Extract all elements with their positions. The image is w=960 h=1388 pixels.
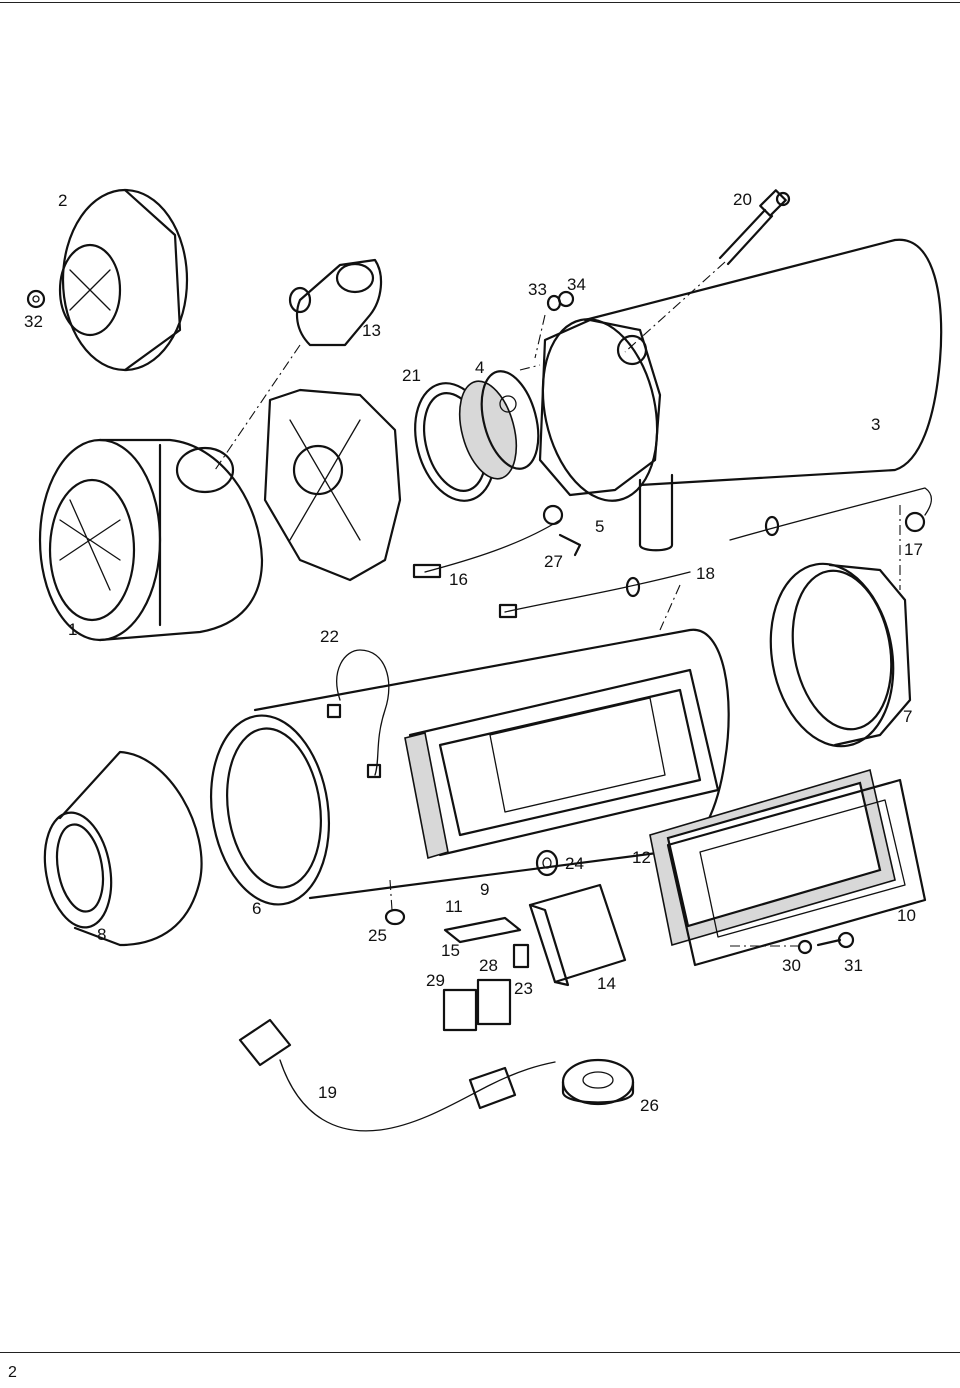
callout-labels: 1 2 3 4 5 6 7 8 9 10 11 12 13 14 15 16 1… <box>24 190 923 1115</box>
relay-part-28 <box>476 978 512 1026</box>
callout-1: 1 <box>68 620 77 639</box>
grommet-part-25 <box>384 908 406 926</box>
fan-wheel-part-2 <box>58 188 189 372</box>
callout-12: 12 <box>632 848 651 867</box>
callout-2: 2 <box>58 191 67 210</box>
callout-3: 3 <box>871 415 880 434</box>
thermostat-cable-part-16 <box>412 519 561 579</box>
callout-24: 24 <box>565 854 584 873</box>
callout-20: 20 <box>733 190 752 209</box>
callout-31: 31 <box>844 956 863 975</box>
page-number: 2 <box>8 1364 17 1381</box>
callout-23: 23 <box>514 979 533 998</box>
callout-4: 4 <box>475 358 484 377</box>
burner-screen-part-4 <box>458 370 540 480</box>
control-box-part-14 <box>528 883 627 987</box>
grommet-part-24 <box>535 849 559 877</box>
cover-plate-part-10 <box>666 778 927 967</box>
front-cone-part-8 <box>43 750 203 947</box>
callout-26: 26 <box>640 1096 659 1115</box>
callout-21: 21 <box>402 366 421 385</box>
nut-part-34 <box>557 290 575 308</box>
fitting-part-13 <box>288 258 383 347</box>
callout-10: 10 <box>897 906 916 925</box>
screw-part-31 <box>816 931 855 949</box>
heater-housing-part-3 <box>538 238 943 552</box>
cable-part-17 <box>729 487 933 541</box>
callout-11: 11 <box>445 897 463 916</box>
connector-cable-part-19 <box>238 1018 556 1132</box>
callout-28: 28 <box>479 956 498 975</box>
clip-part-27 <box>542 504 582 557</box>
fan-housing-part-1 <box>38 438 264 642</box>
bottom-rule <box>0 1352 960 1353</box>
seal-ring-part-26 <box>561 1058 635 1106</box>
callout-6: 6 <box>252 899 261 918</box>
cable-part-18 <box>498 571 691 619</box>
fan-shroud <box>263 388 402 582</box>
nut-part-32 <box>26 289 46 309</box>
callout-25: 25 <box>368 926 387 945</box>
top-rule <box>0 2 960 3</box>
callout-17: 17 <box>904 540 923 559</box>
callout-18: 18 <box>696 564 715 583</box>
bracket-part-23 <box>512 943 530 969</box>
washer-part-30 <box>797 939 813 955</box>
plate-part-15 <box>443 916 522 944</box>
callout-34: 34 <box>567 275 586 294</box>
callout-30: 30 <box>782 956 801 975</box>
assembly-lines <box>214 261 901 947</box>
control-frame-part-9 <box>408 668 720 857</box>
callout-19: 19 <box>318 1083 337 1102</box>
electrode-part-20 <box>718 189 791 266</box>
callout-15: 15 <box>441 941 460 960</box>
callout-22: 22 <box>320 627 339 646</box>
callout-9: 9 <box>480 880 489 899</box>
callout-8: 8 <box>97 925 106 944</box>
callout-32: 32 <box>24 312 43 331</box>
gasket-part-11 <box>404 732 449 860</box>
callout-33: 33 <box>528 280 547 299</box>
rear-ring-part-7 <box>769 562 912 748</box>
relay-part-29 <box>442 988 478 1032</box>
callout-5: 5 <box>595 517 604 536</box>
callout-7: 7 <box>903 707 912 726</box>
lower-cylinder-part-6 <box>209 628 730 906</box>
cable-loop-part-22 <box>326 649 390 779</box>
callout-29: 29 <box>426 971 445 990</box>
callout-13: 13 <box>362 321 381 340</box>
callout-16: 16 <box>449 570 468 589</box>
callout-14: 14 <box>597 974 616 993</box>
callout-27: 27 <box>544 552 563 571</box>
